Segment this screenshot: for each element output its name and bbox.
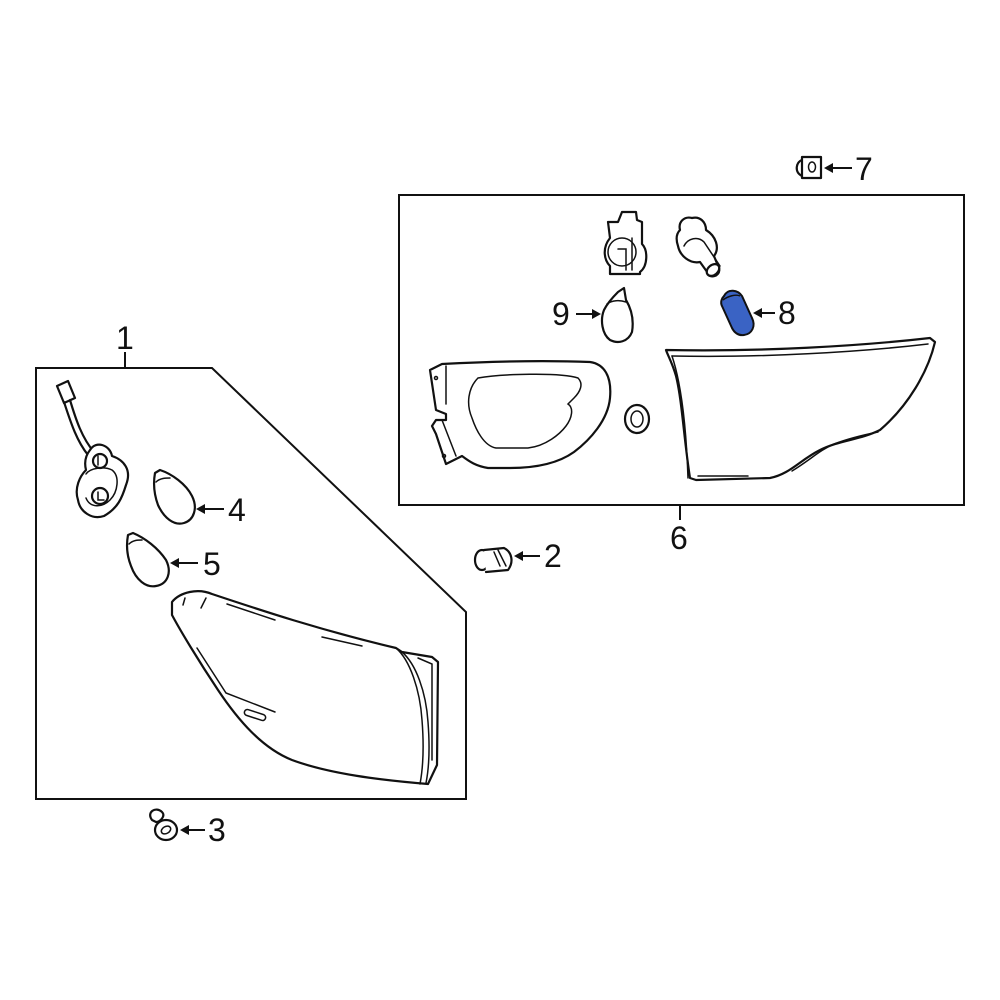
callout-9-arrow [576,309,601,319]
assembly-6-group [398,194,965,520]
callout-5-arrow [170,558,198,568]
wire-harness-socket[interactable] [55,379,130,519]
callout-1[interactable]: 1 [116,320,134,356]
nut-3[interactable] [149,808,179,842]
bulb-5[interactable] [125,531,170,588]
clip-2[interactable] [473,546,513,574]
grommet[interactable] [623,403,651,435]
callout-9[interactable]: 9 [552,296,570,332]
assembly-1-group [35,352,467,800]
callout-8[interactable]: 8 [778,295,796,331]
callout-8-arrow [753,308,775,318]
callout-4[interactable]: 4 [228,492,246,528]
bulb-4[interactable] [152,468,196,525]
callout-7-arrow [824,163,852,173]
callout-3-arrow [180,825,205,835]
callout-4-arrow [196,504,224,514]
bulb-socket-9[interactable] [603,210,648,276]
callout-3[interactable]: 3 [208,812,226,848]
mounting-bracket[interactable] [428,360,612,470]
callout-6[interactable]: 6 [670,520,688,556]
bulb-8-highlighted[interactable] [720,289,755,337]
bulb-9[interactable] [600,286,634,343]
callout-5[interactable]: 5 [203,546,221,582]
callout-2[interactable]: 2 [544,538,562,574]
tail-lamp-lens[interactable] [170,590,440,786]
inner-lamp-lens[interactable] [664,336,937,482]
clip-7[interactable] [795,155,823,180]
callout-2-arrow [514,551,540,561]
callout-7[interactable]: 7 [855,151,873,187]
bulb-socket-8[interactable] [675,216,722,279]
